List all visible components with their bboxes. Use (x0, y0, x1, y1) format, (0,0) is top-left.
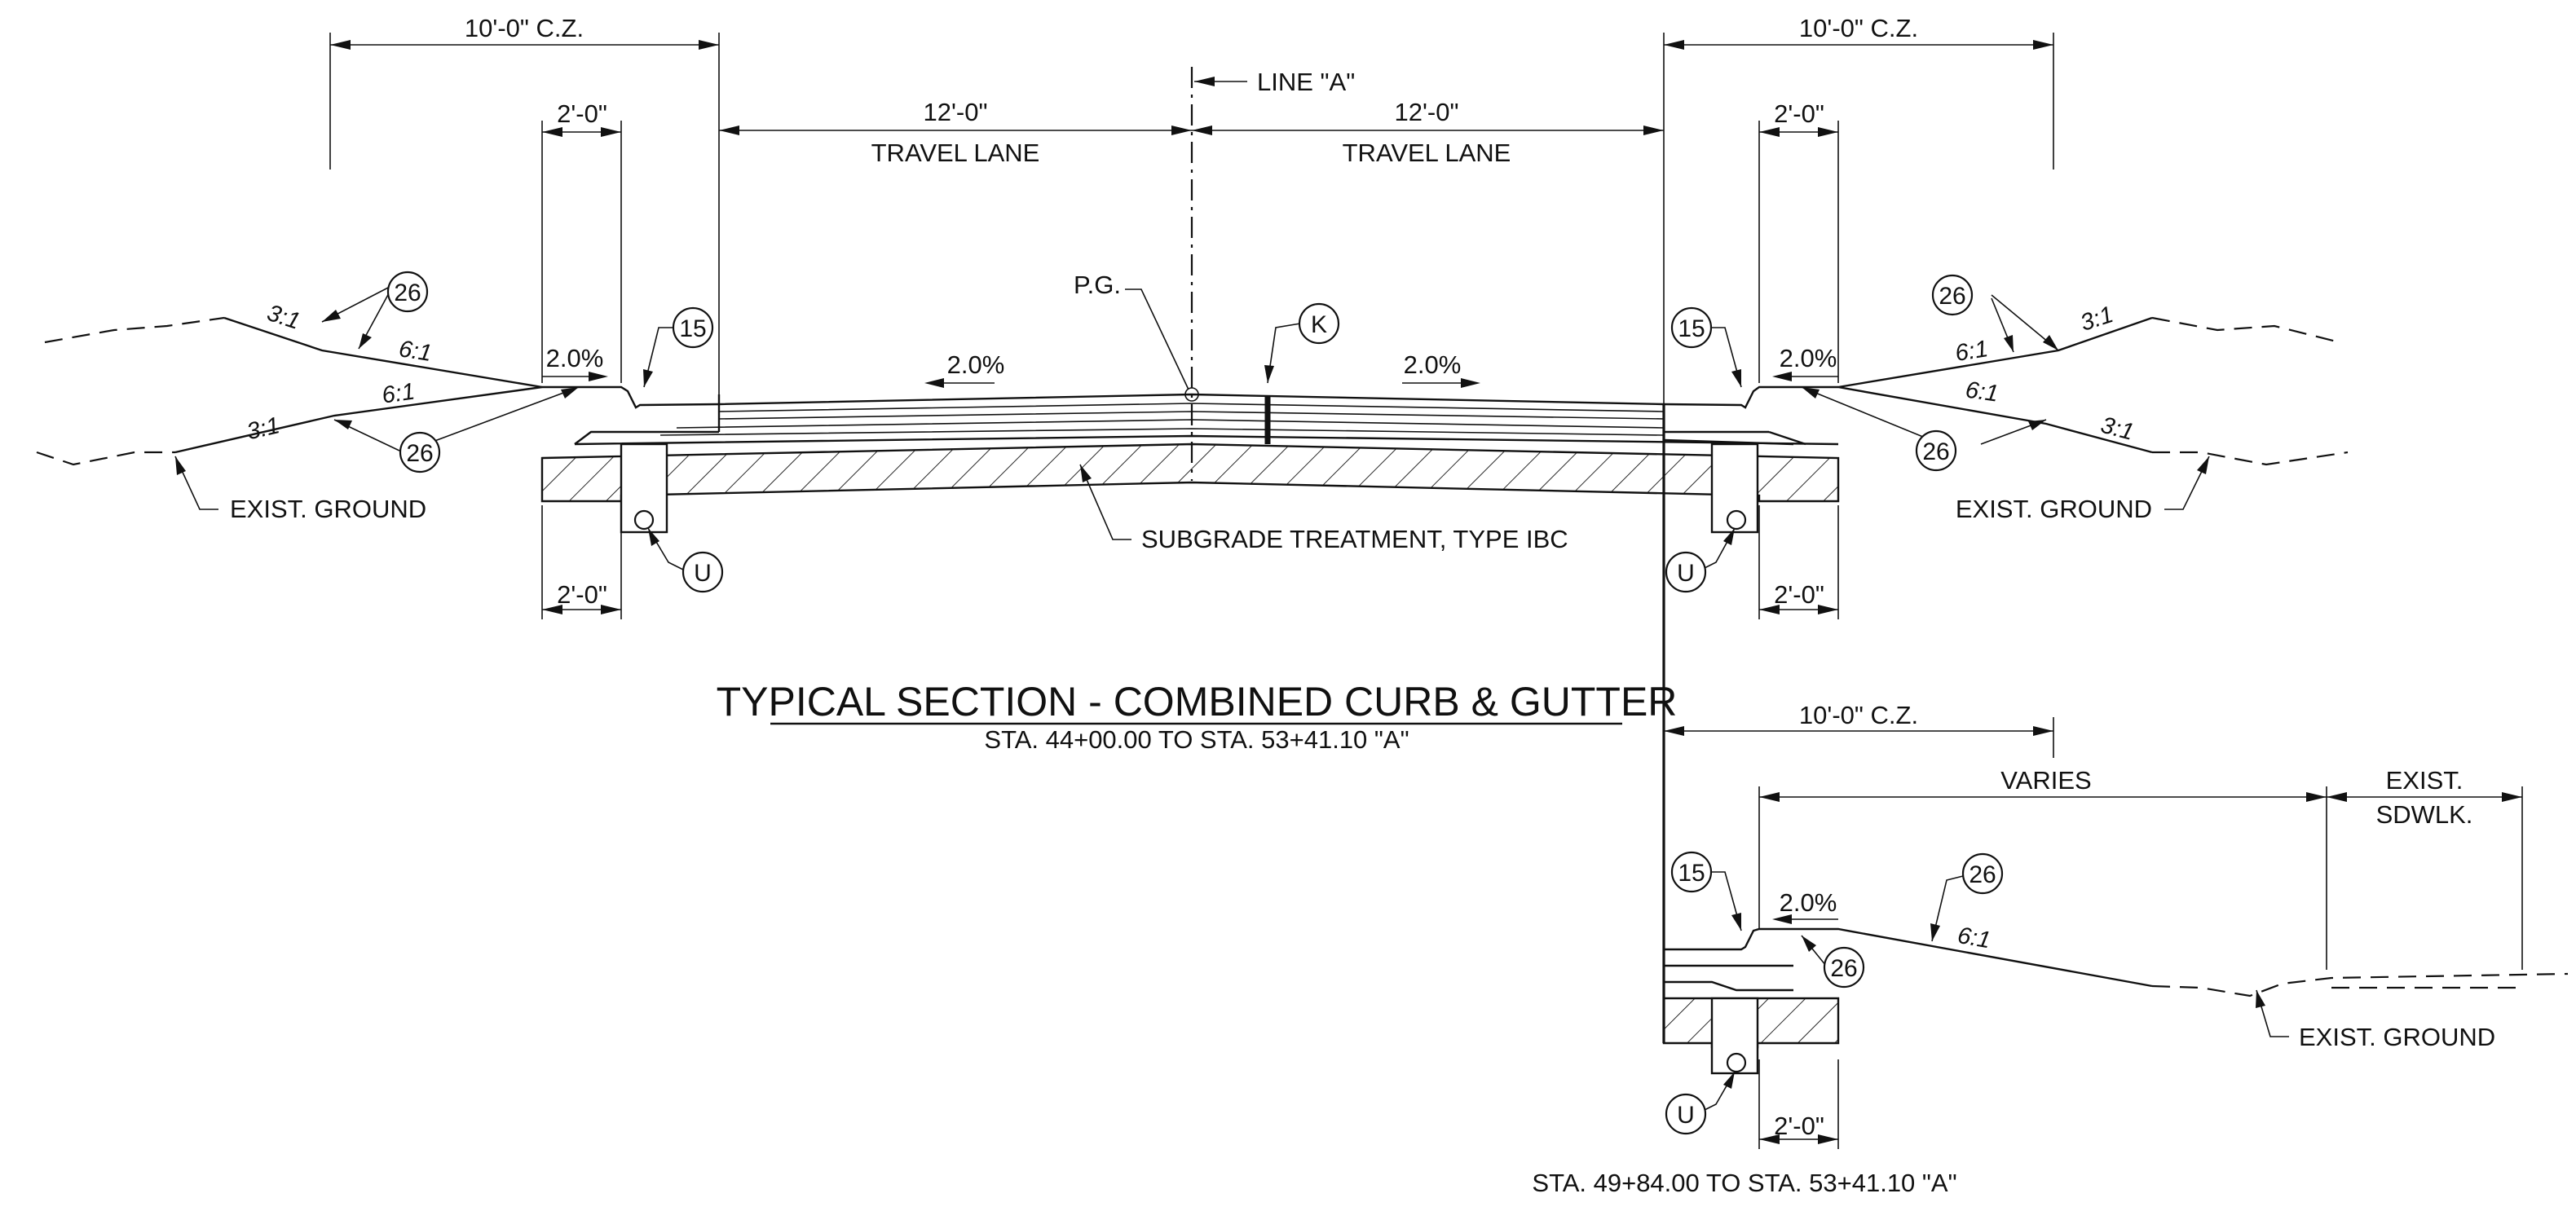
callout-u-lower: U (1665, 1093, 1707, 1135)
curb-left-bottom-label: 2'-0" (557, 580, 607, 609)
curb-right-bottom-label: 2'-0" (1774, 580, 1824, 609)
curb-left-top-label: 2'-0" (557, 99, 607, 128)
note-texts: P.G. EXIST. GROUND EXIST. GROUND SUBGRAD… (230, 271, 2495, 1051)
leaders (174, 286, 2289, 1113)
travel-lane-left-label: TRAVEL LANE (871, 139, 1040, 167)
svg-text:15: 15 (679, 315, 706, 342)
callout-26-lower-left: 26 (399, 431, 441, 473)
varies-label: VARIES (2000, 766, 2091, 795)
cross-slope-left: 2.0% (947, 350, 1005, 379)
slope-6-1-lower-section: 6:1 (1956, 923, 1992, 954)
callout-15-left: 15 (672, 306, 714, 349)
slope-6-1-upper-left: 6:1 (397, 336, 434, 367)
svg-text:26: 26 (1830, 955, 1857, 982)
slope-6-1-lower-right: 6:1 (1964, 377, 2000, 407)
dimension-texts: 10'-0" C.Z. 10'-0" C.Z. 2'-0" 2'-0" 12'-… (465, 14, 2473, 1140)
callout-26-lower-right: 26 (1915, 429, 1957, 472)
main-section (36, 316, 2349, 1043)
callout-26-lower-slope: 26 (1961, 852, 2004, 895)
cz-right-label: 10'-0" C.Z. (1799, 14, 1918, 42)
subgrade-treatment-label: SUBGRADE TREATMENT, TYPE IBC (1141, 525, 1568, 553)
slope-texts: 2.0% 2.0% 2.0% 2.0% 2.0% 3:1 6:1 3:1 6:1… (245, 300, 2137, 953)
svg-text:U: U (1677, 560, 1695, 587)
travel-lane-right-label: TRAVEL LANE (1343, 139, 1511, 167)
line-a-label: LINE "A" (1257, 68, 1355, 96)
curb-right-top-label: 2'-0" (1774, 99, 1824, 128)
callouts: 26 26 15 K 15 26 26 U (386, 271, 2004, 1135)
svg-text:U: U (694, 560, 712, 587)
curb-slope-right: 2.0% (1780, 344, 1837, 372)
dimension-lines (329, 33, 2523, 1149)
callout-u-right: U (1665, 551, 1707, 593)
callout-26-lower-curb: 26 (1823, 946, 1865, 989)
callout-u-left: U (681, 551, 724, 593)
cz-left-label: 10'-0" C.Z. (465, 14, 584, 42)
callout-15-right: 15 (1670, 306, 1713, 349)
slope-6-1-upper-right: 6:1 (1953, 336, 1990, 367)
callout-15-lower: 15 (1670, 851, 1713, 893)
exist-ground-lower-label: EXIST. GROUND (2299, 1023, 2495, 1051)
callout-26-upper-right: 26 (1931, 274, 1974, 316)
svg-text:26: 26 (394, 280, 421, 306)
callout-26-upper-left: 26 (386, 271, 429, 313)
svg-text:26: 26 (1939, 283, 1965, 310)
profile-grade-label: P.G. (1074, 271, 1121, 299)
station-range-alt: STA. 49+84.00 TO STA. 53+41.10 "A" (1532, 1169, 1956, 1197)
cz-lower-label: 10'-0" C.Z. (1799, 701, 1918, 729)
svg-text:15: 15 (1678, 860, 1705, 887)
exist-ground-right-label: EXIST. GROUND (1956, 495, 2152, 523)
lower-section (1662, 927, 2569, 1075)
exist-sdwlk-label-1: EXIST. (2386, 766, 2464, 795)
svg-text:K: K (1311, 311, 1327, 338)
section-title-block: TYPICAL SECTION - COMBINED CURB & GUTTER… (717, 679, 1957, 1197)
lane-right-width-label: 12'-0" (1395, 98, 1459, 126)
svg-text:26: 26 (1922, 438, 1949, 465)
station-range-main: STA. 44+00.00 TO STA. 53+41.10 "A" (984, 725, 1409, 754)
cross-slope-right: 2.0% (1404, 350, 1462, 379)
lane-left-width-label: 12'-0" (924, 98, 988, 126)
slope-6-1-lower-left: 6:1 (381, 378, 417, 408)
slope-3-1-lower-right: 3:1 (2098, 412, 2137, 446)
svg-text:15: 15 (1678, 315, 1705, 342)
exist-sdwlk-label-2: SDWLK. (2376, 800, 2473, 829)
exist-ground-left-label: EXIST. GROUND (230, 495, 426, 523)
section-title: TYPICAL SECTION - COMBINED CURB & GUTTER (717, 679, 1678, 724)
callout-k: K (1298, 302, 1340, 345)
svg-text:26: 26 (1969, 861, 1996, 888)
svg-text:U: U (1677, 1102, 1695, 1129)
curb-slope-left: 2.0% (546, 344, 604, 372)
slope-3-1-upper-left: 3:1 (264, 300, 303, 335)
svg-text:26: 26 (406, 440, 433, 467)
curb-lower-label: 2'-0" (1774, 1112, 1824, 1140)
slope-3-1-lower-left: 3:1 (245, 412, 282, 445)
curb-slope-lower: 2.0% (1780, 888, 1837, 917)
